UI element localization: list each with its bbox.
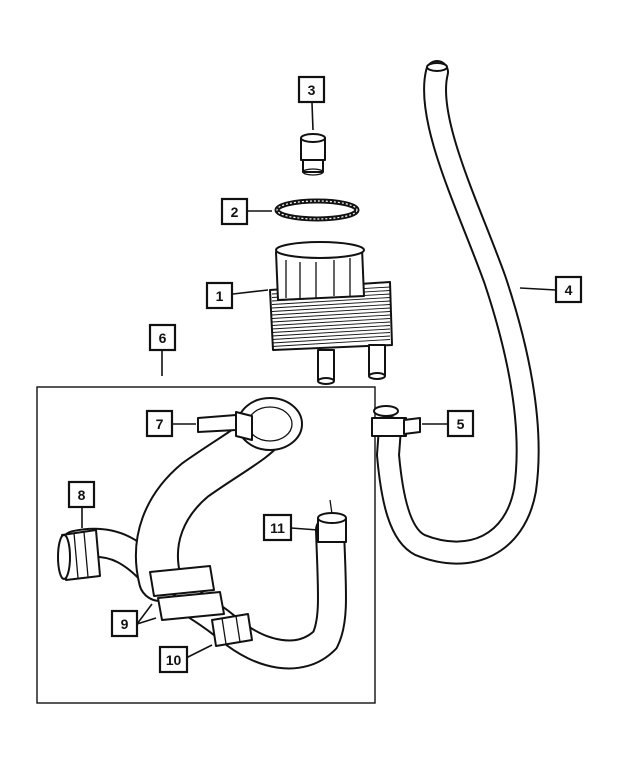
callout-label: 10: [166, 652, 182, 668]
subassembly-frame: [36, 386, 376, 704]
cooler-fin: [271, 307, 391, 316]
part-8-hose-end: [57, 529, 101, 581]
callout-5: 5: [446, 409, 475, 438]
cooler-fin: [271, 335, 391, 344]
cooler-fin: [271, 304, 391, 312]
callout-10: 10: [158, 645, 189, 674]
callout-1: 1: [205, 281, 234, 310]
part-11-clamp: [317, 499, 347, 543]
leader-3: [311, 102, 314, 131]
callout-label: 4: [565, 282, 573, 298]
callout-label: 1: [216, 288, 224, 304]
part-3-fitting: [300, 133, 326, 176]
callout-label: 6: [159, 330, 167, 346]
callout-label: 3: [308, 82, 316, 98]
leader-10: [185, 644, 213, 659]
part-6-hose-assembly: [60, 397, 348, 670]
part-10-clamp: [211, 613, 253, 647]
part-4-coolant-hose: [375, 60, 540, 565]
callout-7: 7: [145, 409, 174, 438]
callout-3: 3: [297, 75, 326, 104]
cooler-fin: [271, 297, 391, 305]
callout-6: 6: [148, 323, 177, 352]
part-7-clamp: [197, 411, 253, 441]
cooler-fin: [271, 325, 391, 333]
leader-lines: [81, 102, 557, 659]
leader-4: [519, 287, 557, 291]
cooler-fin: [271, 314, 391, 323]
cooler-fin: [271, 321, 391, 330]
part-1-oil-cooler: [269, 241, 393, 385]
callout-label: 8: [78, 487, 86, 503]
callout-2: 2: [220, 197, 249, 226]
part-5-hose-clamp: [371, 405, 421, 437]
leader-9b: [136, 617, 157, 625]
cooler-fin: [271, 311, 391, 319]
leader-1: [232, 289, 269, 295]
callout-label: 2: [231, 204, 239, 220]
part-9-clamps: [149, 565, 225, 621]
leader-11: [290, 527, 319, 531]
cooler-fin: [271, 328, 391, 337]
callout-4: 4: [554, 275, 583, 304]
callout-label: 9: [121, 616, 129, 632]
cooler-fin: [271, 339, 391, 347]
callout-label: 7: [156, 416, 164, 432]
callout-label: 5: [457, 416, 465, 432]
callout-11: 11: [262, 513, 293, 542]
cooler-fin: [271, 318, 391, 326]
cooler-fin: [271, 332, 391, 340]
part-2-o-ring: [274, 198, 360, 222]
callout-9: 9: [110, 609, 139, 638]
leader-9a: [136, 603, 153, 625]
callout-8: 8: [67, 480, 96, 509]
callout-label: 11: [270, 520, 285, 536]
cooler-fin: [271, 300, 391, 309]
